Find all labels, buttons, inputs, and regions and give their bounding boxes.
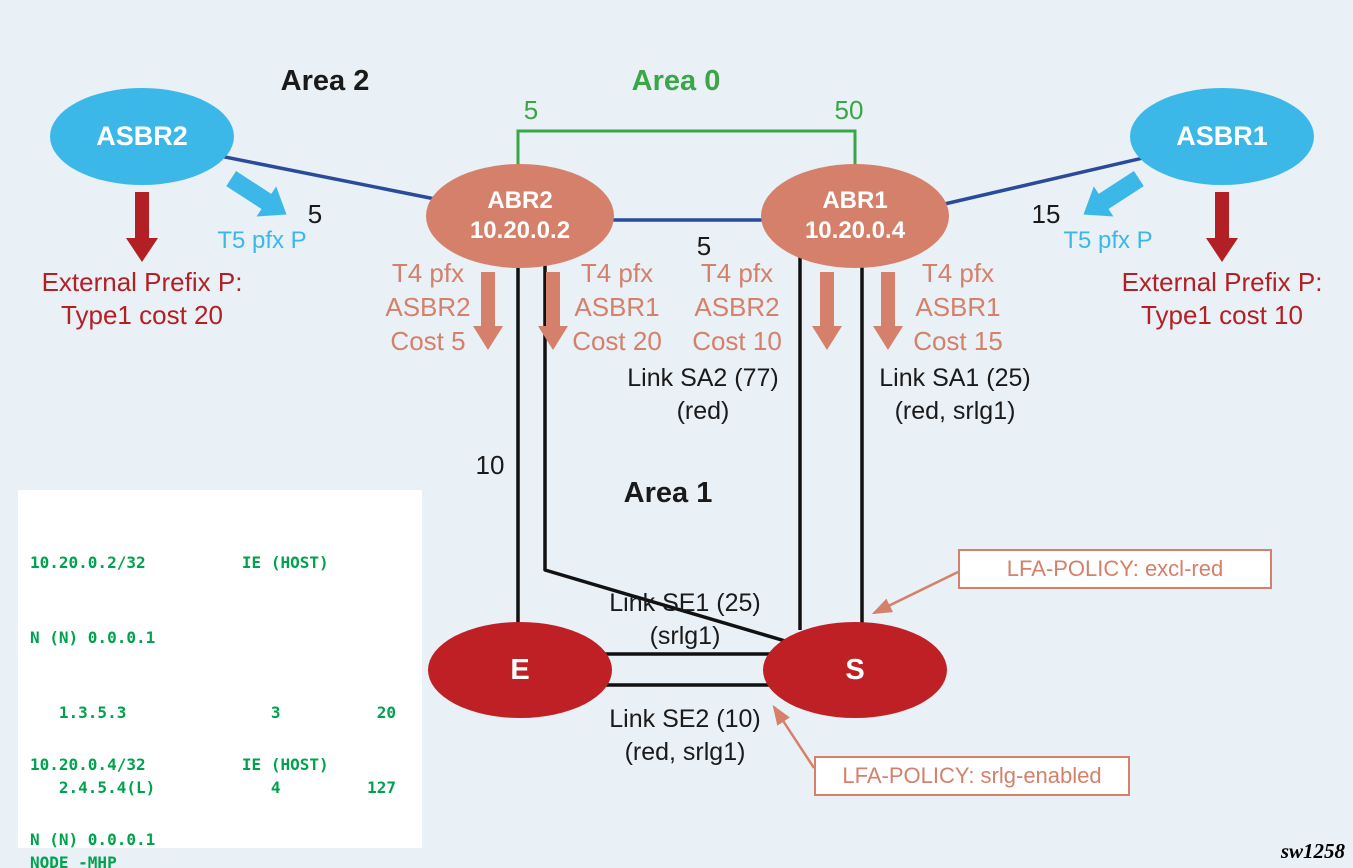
area0-cost-abr2-side: 5 [523, 95, 539, 125]
callout-srlg-enabled: LFA-POLICY: srlg-enabled [814, 756, 1130, 796]
area0-bracket [516, 129, 857, 167]
callout-arrow-srlg-enabled [772, 704, 816, 769]
area0-title: Area 0 [631, 65, 721, 97]
node-e: E [428, 622, 612, 718]
node-abr1-label: ABR1 [822, 187, 888, 214]
t5-arrow-right [1083, 171, 1144, 217]
figure-id: sw1258 [1280, 839, 1345, 863]
cost-asbr2-abr2: 5 [307, 199, 323, 229]
terminal-output-panel: 10.20.0.2/32 IE (HOST) N (N) 0.0.0.1 1.3… [18, 490, 422, 868]
link-sa2-label: Link SA2 (77) (red) [627, 364, 779, 425]
red-down-arrow-right [1206, 192, 1238, 262]
t4-pfx-abr2-right: T4 pfx ASBR1 Cost 20 [572, 258, 662, 356]
node-s: S [763, 622, 947, 718]
t4-pfx-abr1-left: T4 pfx ASBR2 Cost 10 [692, 258, 782, 356]
node-s-label: S [845, 653, 865, 686]
node-abr1: ABR1 10.20.0.4 [761, 164, 949, 268]
external-prefix-right-line2: Type1 cost 10 [1141, 300, 1303, 330]
link-sa1-label: Link SA1 (25) (red, srlg1) [879, 364, 1031, 425]
node-abr2-ip: 10.20.0.2 [469, 217, 571, 244]
link-sa2-line [543, 262, 793, 645]
node-e-label: E [510, 653, 530, 686]
terminal-block-10-20-0-2: 10.20.0.2/32 IE (HOST) N (N) 0.0.0.1 1.3… [30, 553, 397, 868]
area1-title: Area 1 [623, 477, 713, 509]
t4-arrow-abr2-right [538, 272, 568, 350]
external-prefix-right-line1: External Prefix P: [1121, 267, 1323, 297]
node-abr1-ip: 10.20.0.4 [804, 217, 906, 244]
external-prefix-left: External Prefix P: Type1 cost 20 [42, 266, 243, 332]
area0-cost-abr1-side: 50 [834, 95, 864, 125]
node-asbr1: ASBR1 [1130, 88, 1314, 185]
t5-pfx-left-label: T5 pfx P [217, 227, 307, 254]
t5-pfx-right-label: T5 pfx P [1063, 227, 1153, 254]
t5-arrow-left [226, 171, 287, 217]
node-abr2: ABR2 10.20.0.2 [426, 164, 614, 268]
external-prefix-left-line2: Type1 cost 20 [61, 300, 223, 330]
link-se2-label: Link SE2 (10) (red, srlg1) [609, 705, 761, 766]
external-prefix-right: External Prefix P: Type1 cost 10 [1122, 266, 1323, 332]
callout-excl-red: LFA-POLICY: excl-red [958, 549, 1272, 589]
t4-arrow-abr2-left [473, 272, 503, 350]
terminal-block-10-20-0-4: 10.20.0.4/32 IE (HOST) N (N) 0.0.0.1 1.4… [30, 755, 329, 849]
callout-arrow-excl-red [871, 570, 959, 615]
node-abr2-label: ABR2 [487, 187, 553, 214]
cost-abr1-asbr1: 15 [1031, 199, 1061, 229]
area2-title: Area 2 [280, 65, 370, 97]
t4-pfx-abr1-right: T4 pfx ASBR1 Cost 15 [913, 258, 1003, 356]
node-asbr2: ASBR2 [50, 88, 234, 185]
node-asbr2-label: ASBR2 [96, 121, 188, 151]
t4-arrow-abr1-right [873, 272, 903, 350]
link-se1-label: Link SE1 (25) (srlg1) [609, 589, 761, 650]
red-down-arrow-left [126, 192, 158, 262]
cost-e-abr2: 10 [475, 450, 505, 480]
node-asbr1-label: ASBR1 [1176, 121, 1268, 151]
t4-pfx-abr2-left: T4 pfx ASBR2 Cost 5 [385, 258, 471, 356]
cost-abr2-abr1: 5 [696, 231, 712, 261]
external-prefix-left-line1: External Prefix P: [41, 267, 243, 297]
t4-arrow-abr1-left [812, 272, 842, 350]
